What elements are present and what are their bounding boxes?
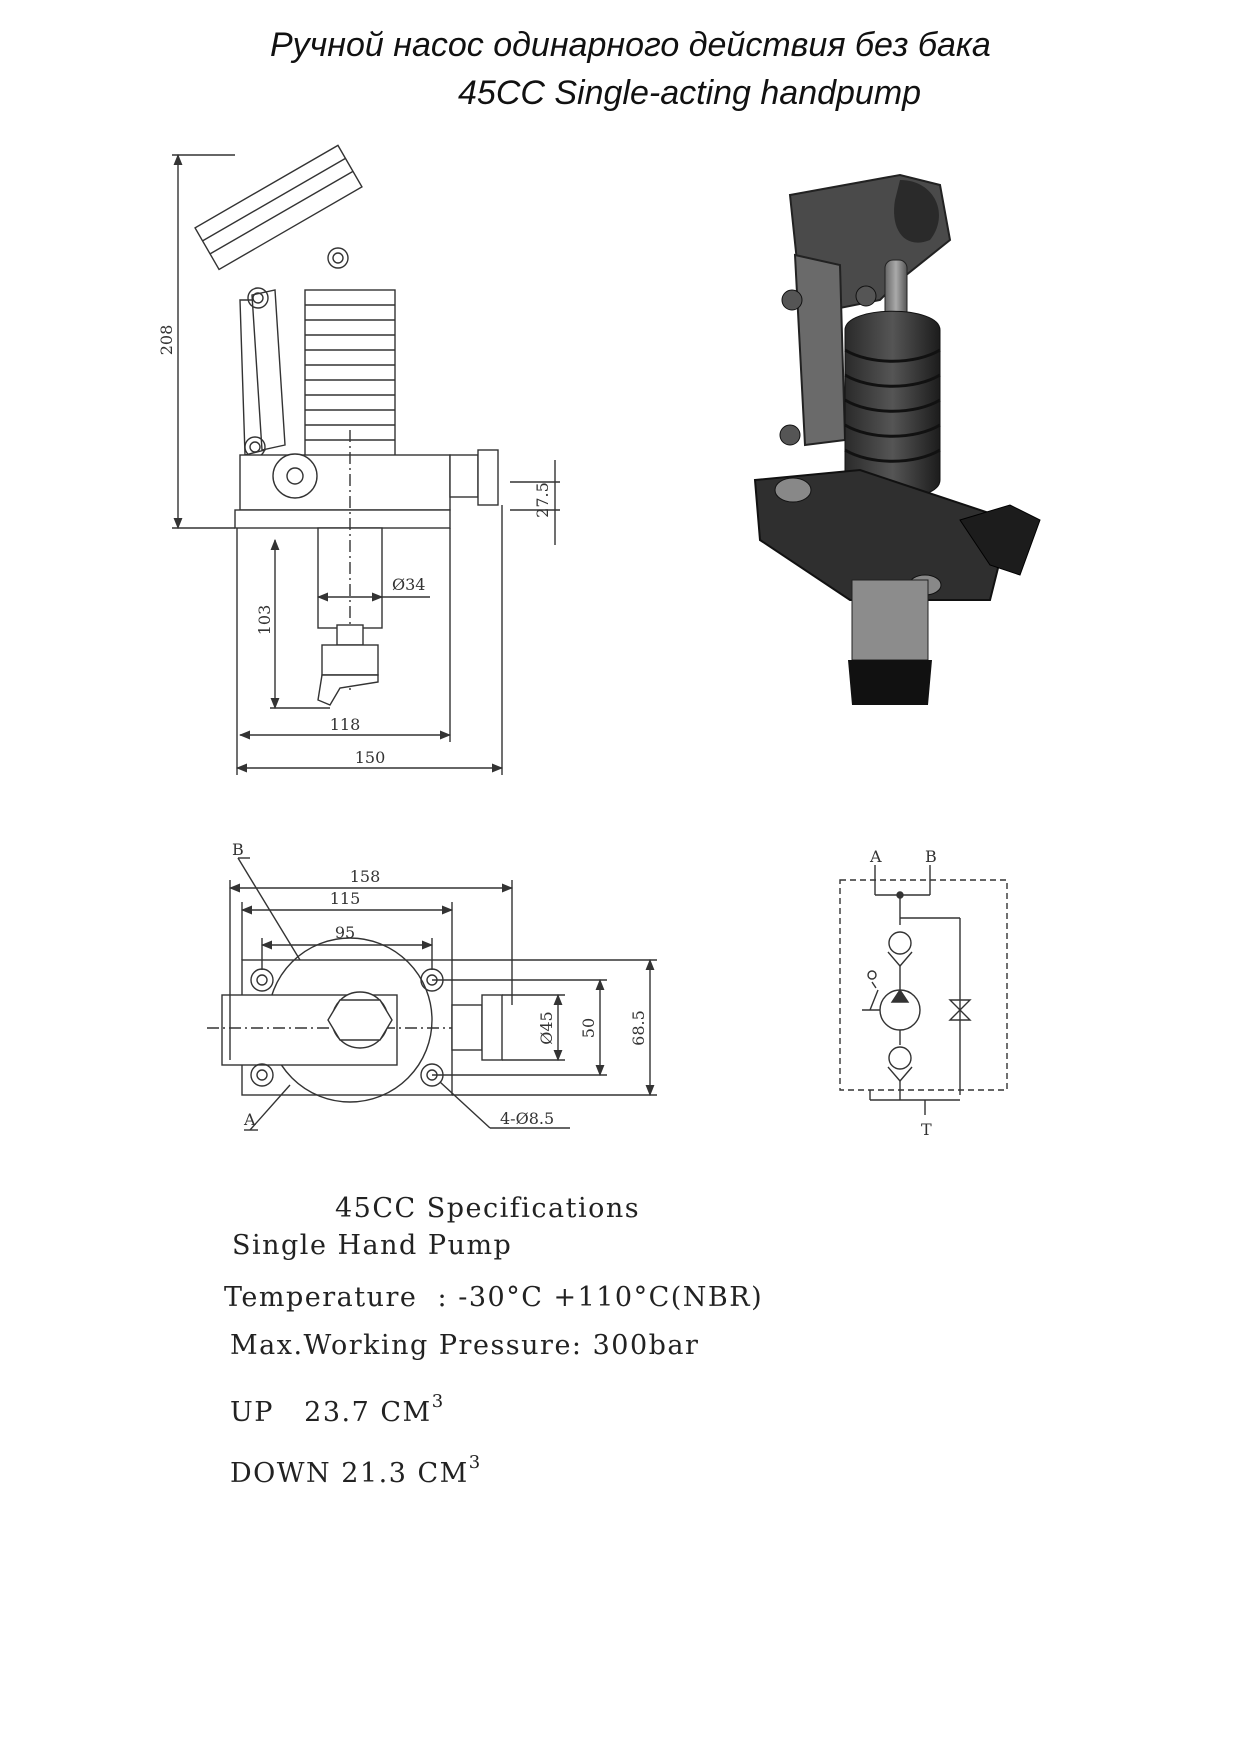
dim-port: 27.5 xyxy=(533,482,552,518)
dim-68-5: 68.5 xyxy=(629,1010,648,1046)
dim-diameter-34: Ø34 xyxy=(392,575,425,594)
top-valve-knob xyxy=(481,994,503,1061)
port-a-label: A xyxy=(243,1110,256,1129)
dim-158: 158 xyxy=(350,867,381,886)
pivot-bolt-top xyxy=(327,247,349,269)
schematic-label-t: T xyxy=(921,1120,932,1139)
valve-knob xyxy=(477,449,499,506)
dim-95: 95 xyxy=(335,923,355,942)
dim-115: 115 xyxy=(330,889,361,908)
spec-down-value: 21.3 CM xyxy=(341,1458,469,1489)
pump-body xyxy=(239,454,451,511)
schematic-label-b: B xyxy=(925,847,937,866)
hydraulic-schematic xyxy=(839,865,1008,1115)
side-view-drawing xyxy=(172,144,560,775)
dim-stroke: 103 xyxy=(255,605,274,636)
pump-3d-render xyxy=(753,173,1041,705)
spec-heading: 45CC Specifications xyxy=(335,1193,641,1224)
dim-height: 208 xyxy=(157,325,176,356)
dim-mounting-holes: 4-Ø8.5 xyxy=(500,1109,554,1128)
spec-subtitle: Single Hand Pump xyxy=(232,1230,513,1261)
spec-down: DOWN 21.3 CM3 xyxy=(230,1452,482,1489)
port-b-label: B xyxy=(232,840,244,859)
spec-temperature: Temperature : -30°C +110°C(NBR) xyxy=(224,1282,764,1313)
spec-up-value: 23.7 CM xyxy=(304,1397,432,1428)
spec-up-exponent: 3 xyxy=(431,1391,445,1412)
check-valve-upper xyxy=(888,931,912,955)
spec-pressure: Max.Working Pressure: 300bar xyxy=(230,1330,700,1361)
check-valve-lower xyxy=(888,1046,912,1070)
pivot-bolt-upper xyxy=(247,287,269,309)
spec-up: UP 23.7 CM3 xyxy=(230,1391,445,1428)
base-plate xyxy=(234,509,451,529)
schematic-label-a: A xyxy=(869,847,882,866)
spec-down-exponent: 3 xyxy=(468,1452,482,1473)
outlet-fitting xyxy=(321,644,379,676)
spec-up-label: UP xyxy=(230,1397,274,1428)
dim-inner-width: 118 xyxy=(330,715,361,734)
top-view-drawing xyxy=(207,857,657,1131)
handle-lever xyxy=(194,144,363,271)
relief-valve xyxy=(948,999,972,1021)
title-russian: Ручной насос одинарного действия без бак… xyxy=(270,26,991,64)
body-pivot xyxy=(272,453,318,499)
dim-outer-width: 150 xyxy=(355,748,386,767)
dim-50: 50 xyxy=(579,1018,598,1038)
title-english: 45CC Single-acting handpump xyxy=(458,74,922,112)
spec-down-label: DOWN xyxy=(230,1458,332,1489)
schematic-boundary xyxy=(839,879,1008,1091)
dim-diameter-45: Ø45 xyxy=(537,1011,556,1044)
